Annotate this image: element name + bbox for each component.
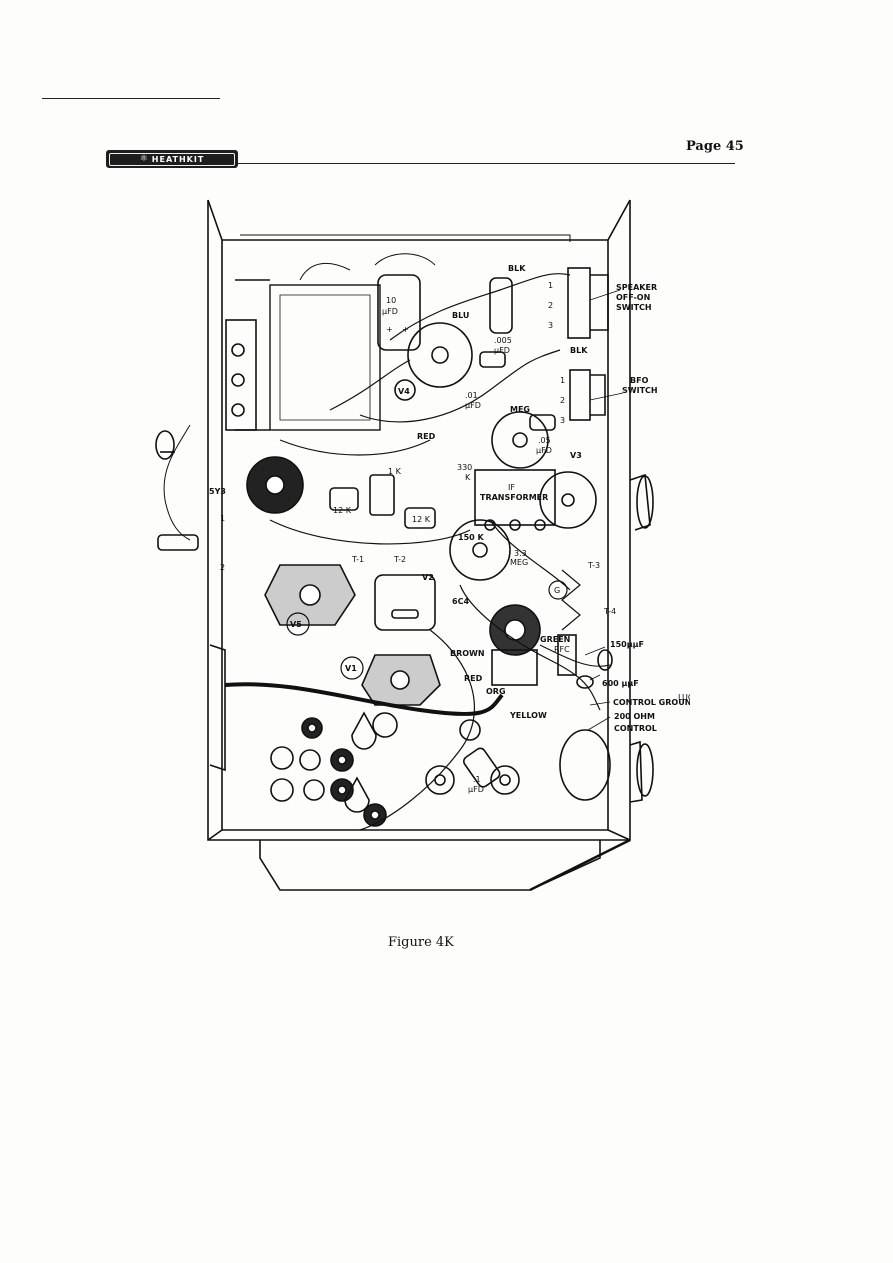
label-cap-1ufd-1: .1 bbox=[473, 775, 481, 784]
label-blk-mid: BLK bbox=[570, 346, 588, 355]
figure-caption: Figure 4K bbox=[388, 935, 454, 950]
label-if: IF bbox=[508, 483, 515, 492]
label-r-12k-a: 12 K bbox=[333, 506, 352, 515]
label-bfo-switch-1: BFO bbox=[630, 376, 649, 385]
heathkit-logo-mark-icon: ⚛ bbox=[139, 153, 148, 164]
page-number: Page 45 bbox=[686, 139, 744, 154]
label-t3: T-3 bbox=[587, 561, 600, 570]
label-r-33meg-2: MEG bbox=[510, 558, 528, 567]
label-sw-3: 3 bbox=[548, 321, 553, 330]
label-bfo-switch-2: SWITCH bbox=[622, 386, 658, 395]
chassis-wiring-figure: BLK SPEAKER OFF-ON SWITCH BLK BFO SWITCH… bbox=[130, 190, 698, 905]
label-r-330k-1: 330 bbox=[457, 463, 472, 472]
label-v2: V2 bbox=[422, 573, 434, 582]
label-200-ohm: 200 OHM bbox=[614, 712, 655, 721]
label-cap-10ufd-2: µFD bbox=[382, 307, 398, 316]
label-cap-05-2: µFD bbox=[536, 446, 552, 455]
label-r-12k-b: 12 K bbox=[412, 515, 431, 524]
label-t2: T-2 bbox=[393, 555, 406, 564]
label-blk-top: BLK bbox=[508, 264, 526, 273]
heathkit-logo: ⚛ HEATHKIT bbox=[106, 150, 238, 168]
label-rfc: RFC bbox=[554, 645, 570, 654]
brand-name: HEATHKIT bbox=[151, 154, 205, 164]
label-brown: BROWN bbox=[450, 649, 485, 658]
label-v1: V1 bbox=[345, 664, 357, 673]
label-speaker-switch-2: OFF-ON bbox=[616, 293, 650, 302]
label-red-low: RED bbox=[464, 674, 483, 683]
label-cap-005-2: µFD bbox=[494, 346, 510, 355]
v5-marker bbox=[286, 612, 310, 636]
label-org: ORG bbox=[486, 687, 506, 696]
label-yellow: YELLOW bbox=[509, 711, 547, 720]
label-5y3: 5Y3 bbox=[209, 487, 226, 496]
label-blu: BLU bbox=[452, 311, 469, 320]
label-v4: V4 bbox=[398, 387, 410, 396]
label-green: GREEN bbox=[540, 635, 570, 644]
v1-marker bbox=[340, 656, 364, 680]
label-speaker-switch-1: SPEAKER bbox=[616, 283, 657, 292]
crop-mark-line bbox=[42, 98, 220, 99]
chassis-wiring-diagram: BLK SPEAKER OFF-ON SWITCH BLK BFO SWITCH… bbox=[155, 199, 698, 892]
label-lug-1: 1 bbox=[220, 514, 225, 523]
label-r-150k: 150 K bbox=[458, 533, 484, 542]
label-cap-05-1: .05 bbox=[538, 436, 551, 445]
label-transformer: TRANSFORMER bbox=[480, 493, 548, 502]
label-cap-01-1: .01 bbox=[465, 391, 478, 400]
label-meg: MEG bbox=[510, 405, 530, 414]
header-rule bbox=[238, 163, 735, 164]
label-bfo-2: 2 bbox=[560, 396, 565, 405]
label-cap-1ufd-2: µFD bbox=[468, 785, 484, 794]
label-plus-1: + bbox=[386, 325, 393, 334]
label-cap-01-2: µFD bbox=[465, 401, 481, 410]
label-control: CONTROL bbox=[614, 724, 657, 733]
ground-lug-marker bbox=[548, 580, 568, 600]
label-r-330k-2: K bbox=[465, 473, 471, 482]
label-t1: T-1 bbox=[351, 555, 364, 564]
label-red: RED bbox=[417, 432, 436, 441]
label-cap-005-1: .005 bbox=[494, 336, 512, 345]
label-lug: LUG bbox=[678, 693, 690, 702]
label-sw-2: 2 bbox=[548, 301, 553, 310]
label-v5: V5 bbox=[290, 620, 302, 629]
label-bfo-1: 1 bbox=[560, 376, 565, 385]
label-bfo-3: 3 bbox=[560, 416, 565, 425]
label-control-ground: CONTROL GROUND bbox=[613, 698, 690, 707]
label-g: G bbox=[554, 586, 560, 595]
label-cap-150: 150µµF bbox=[610, 640, 644, 649]
label-v3: V3 bbox=[570, 451, 582, 460]
label-t4: T-4 bbox=[603, 607, 616, 616]
label-lug-2: 2 bbox=[220, 563, 225, 572]
label-cap-10ufd-1: 10 bbox=[386, 296, 396, 305]
label-plus-2: + bbox=[402, 325, 409, 334]
label-sw-1: 1 bbox=[548, 281, 553, 290]
label-speaker-switch-3: SWITCH bbox=[616, 303, 652, 312]
label-cap-600: 600 µµF bbox=[602, 679, 639, 688]
label-6c4: 6C4 bbox=[452, 597, 469, 606]
label-r-33meg-1: 3.3 bbox=[514, 549, 527, 558]
label-r-1k: 1 K bbox=[388, 467, 402, 476]
